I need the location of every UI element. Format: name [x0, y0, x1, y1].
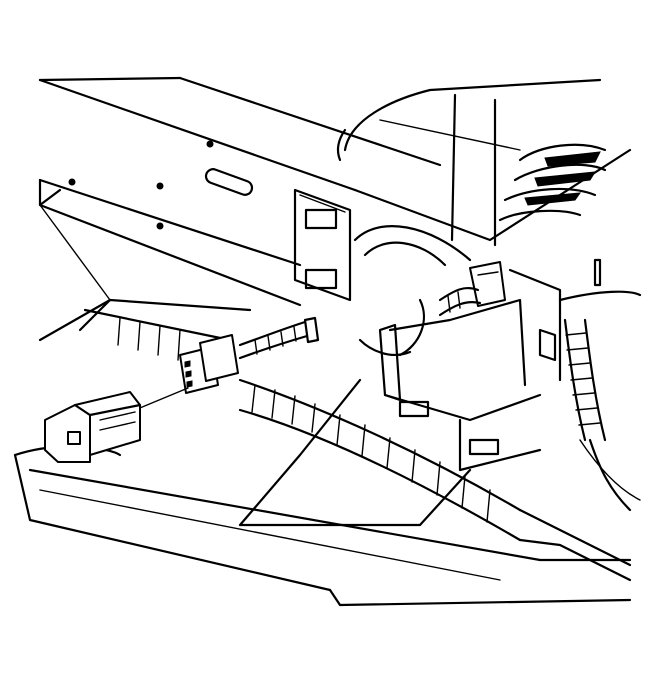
body-panel	[38, 76, 632, 247]
leader-line	[134, 387, 189, 411]
upper-connector	[438, 261, 506, 317]
floor-channel	[83, 308, 232, 361]
switch-module	[44, 391, 142, 463]
wire-harness	[238, 298, 425, 360]
mount-bracket	[293, 188, 352, 302]
floor-tray	[13, 298, 632, 607]
callout-wedge	[238, 378, 472, 527]
riser-harness	[563, 318, 632, 512]
floor-harness	[238, 378, 632, 582]
side-rail	[38, 140, 302, 307]
wheel-housing	[353, 225, 642, 501]
vent-slots	[498, 143, 607, 222]
connector-plug	[179, 334, 239, 394]
